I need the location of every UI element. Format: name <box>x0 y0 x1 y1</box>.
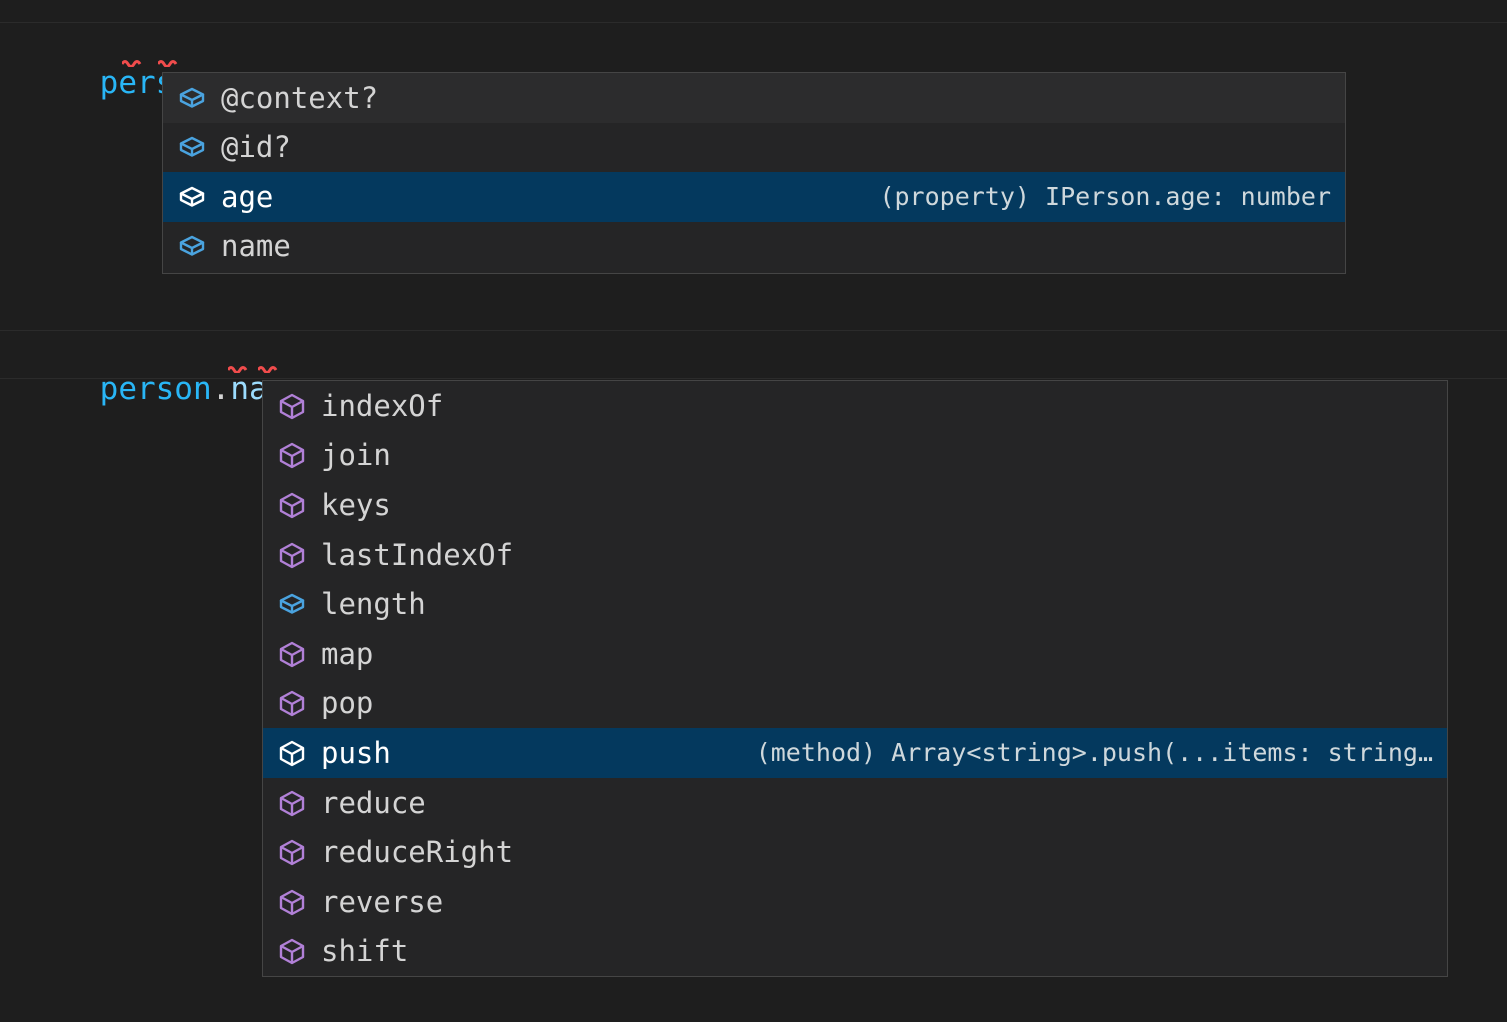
suggest-item-reverse[interactable]: reverse <box>263 876 1447 927</box>
method-cube-icon <box>275 686 309 720</box>
suggest-item-indexof[interactable]: indexOf <box>263 381 1447 431</box>
suggest-item-detail: (method) Array<string>.push(...items: st… <box>755 737 1433 767</box>
suggest-item-label: map <box>321 636 374 671</box>
suggest-item-age[interactable]: age (property) IPerson.age: number <box>163 172 1345 222</box>
suggest-item-map[interactable]: map <box>263 628 1447 679</box>
suggest-item-id[interactable]: @id? <box>163 122 1345 172</box>
code-token-dot-1: . <box>211 371 231 407</box>
suggest-item-label: lastIndexOf <box>321 537 514 572</box>
suggest-item-label: @id? <box>221 130 291 165</box>
property-cube-icon <box>175 180 209 214</box>
suggest-item-label: age <box>221 179 274 214</box>
suggest-item-reduce[interactable]: reduce <box>263 777 1447 828</box>
suggest-item-label: name <box>221 229 291 264</box>
suggest-item-label: join <box>321 438 391 473</box>
suggest-item-label: reduce <box>321 785 426 820</box>
method-cube-icon <box>275 934 309 968</box>
code-token-variable: person <box>99 371 212 407</box>
suggest-item-reduceright[interactable]: reduceRight <box>263 827 1447 877</box>
suggest-item-context[interactable]: @context? <box>163 73 1345 123</box>
suggest-item-label: shift <box>321 934 409 969</box>
method-cube-icon <box>275 538 309 572</box>
suggest-item-label: pop <box>321 686 374 721</box>
suggest-item-pop[interactable]: pop <box>263 678 1447 729</box>
editor-rule-lower <box>0 378 1507 379</box>
suggest-item-detail: (property) IPerson.age: number <box>879 181 1331 211</box>
suggest-widget-person[interactable]: @context? @id? <box>162 72 1346 274</box>
method-cube-icon <box>275 438 309 472</box>
suggest-item-length[interactable]: length <box>263 579 1447 629</box>
suggest-list[interactable]: @context? @id? <box>163 73 1345 271</box>
property-cube-icon <box>275 587 309 621</box>
suggest-item-join[interactable]: join <box>263 430 1447 481</box>
method-cube-icon <box>275 885 309 919</box>
method-cube-icon <box>275 637 309 671</box>
suggest-item-shift[interactable]: shift <box>263 926 1447 976</box>
method-cube-icon <box>275 389 309 423</box>
editor-rule-middle <box>0 330 1507 331</box>
suggest-item-push[interactable]: push (method) Array<string>.push(...item… <box>263 728 1447 778</box>
suggest-item-name[interactable]: name <box>163 221 1345 271</box>
suggest-item-label: reverse <box>321 884 444 919</box>
method-cube-icon <box>275 786 309 820</box>
method-cube-icon <box>275 835 309 869</box>
method-cube-icon <box>275 488 309 522</box>
suggest-item-label: reduceRight <box>321 835 514 870</box>
suggest-item-label: push <box>321 735 391 770</box>
suggest-item-lastindexof[interactable]: lastIndexOf <box>263 529 1447 580</box>
suggest-item-label: @context? <box>221 80 379 115</box>
suggest-item-label: length <box>321 587 426 622</box>
property-cube-icon <box>175 229 209 263</box>
suggest-item-label: keys <box>321 487 391 522</box>
suggest-item-label: indexOf <box>321 388 444 423</box>
property-cube-icon <box>175 81 209 115</box>
property-cube-icon <box>175 130 209 164</box>
suggest-item-keys[interactable]: keys <box>263 480 1447 530</box>
suggest-widget-person-name[interactable]: indexOf join <box>262 380 1448 977</box>
method-cube-icon <box>275 736 309 770</box>
suggest-list[interactable]: indexOf join <box>263 381 1447 976</box>
editor-rule-top <box>0 22 1507 23</box>
